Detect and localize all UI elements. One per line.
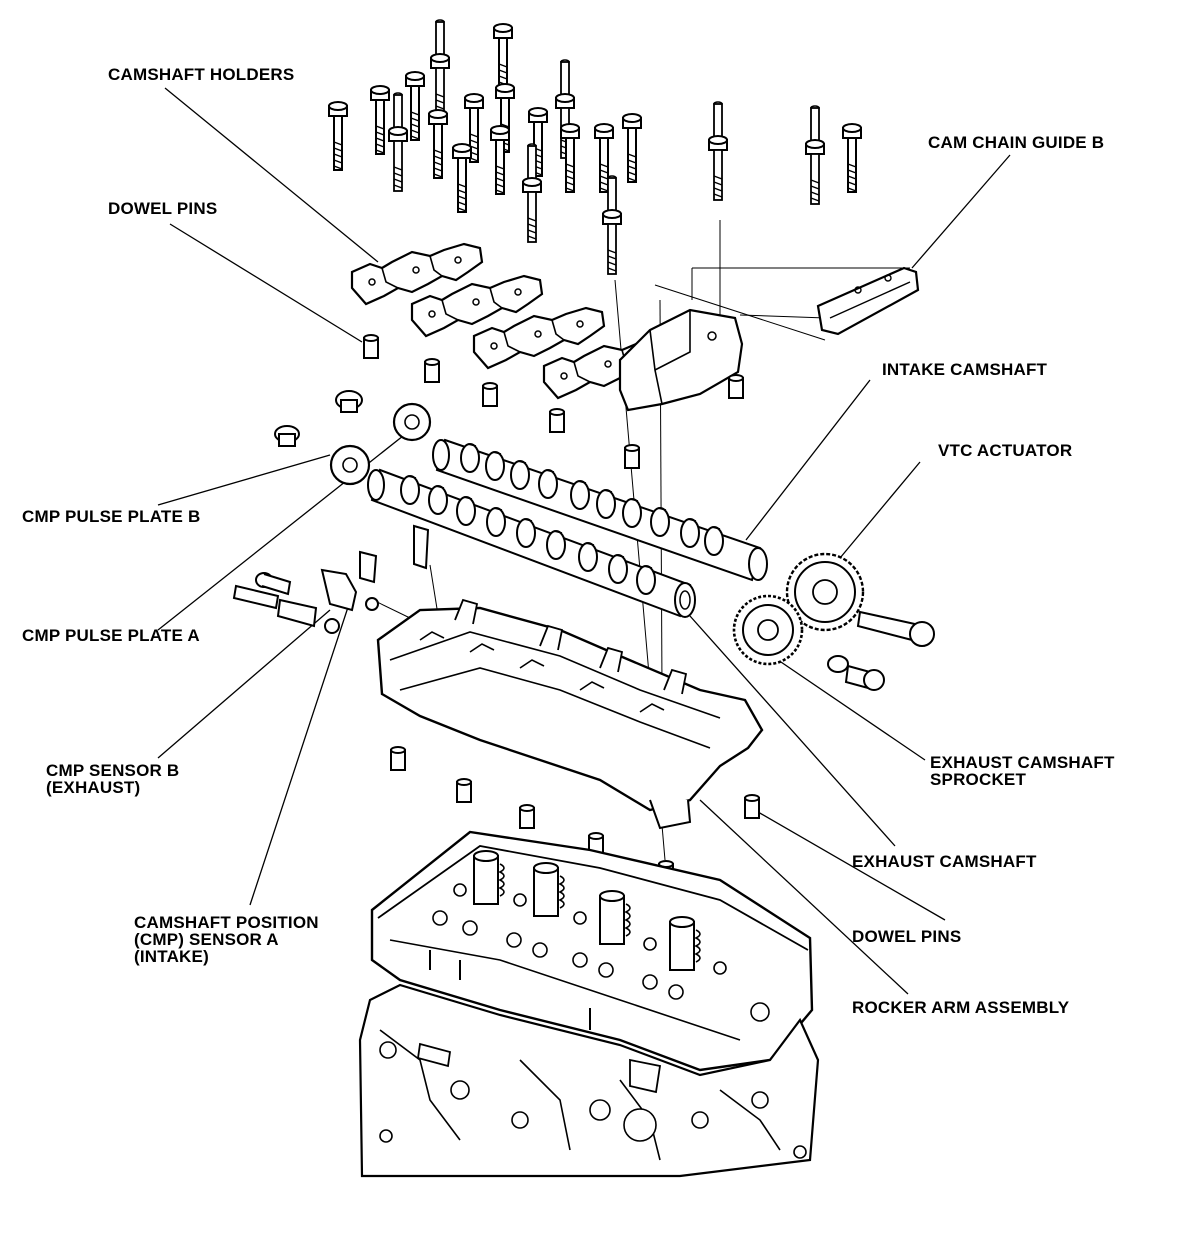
cmp-sensors [232, 524, 430, 634]
vtc-actuator [785, 552, 865, 632]
label-vtc-actuator: VTC ACTUATOR [938, 441, 1073, 460]
label-dowel-pins-bottom: DOWEL PINS [852, 927, 962, 946]
label-dowel-pins-top: DOWEL PINS [108, 199, 218, 218]
cam-chain-guide-b [816, 266, 920, 336]
label-cmp-sensor-a: CAMSHAFT POSITION (CMP) SENSOR A (INTAKE… [134, 913, 319, 966]
exhaust-camshaft-sprocket [732, 594, 804, 666]
sprocket-bolts [827, 610, 935, 691]
label-cmp-pulse-plate-b: CMP PULSE PLATE B [22, 507, 201, 526]
exhaust-camshaft [367, 468, 696, 618]
label-intake-camshaft: INTAKE CAMSHAFT [882, 360, 1048, 379]
label-camshaft-holders: CAMSHAFT HOLDERS [108, 65, 295, 84]
camshaft-holder-bolts [328, 19, 862, 275]
label-rocker-arm-assembly: ROCKER ARM ASSEMBLY [852, 998, 1070, 1017]
cmp-pulse-plates [274, 390, 432, 486]
rocker-arm-assembly [376, 598, 764, 830]
intake-camshaft [432, 438, 768, 582]
engine-block [358, 983, 820, 1178]
label-exhaust-camshaft-sprocket: EXHAUST CAMSHAFT SPROCKET [930, 753, 1115, 789]
camshaft-holders [350, 242, 744, 412]
label-cmp-pulse-plate-a: CMP PULSE PLATE A [22, 626, 200, 645]
label-cmp-sensor-b: CMP SENSOR B (EXHAUST) [46, 761, 180, 797]
label-exhaust-camshaft: EXHAUST CAMSHAFT [852, 852, 1037, 871]
label-cam-chain-guide-b: CAM CHAIN GUIDE B [928, 133, 1105, 152]
